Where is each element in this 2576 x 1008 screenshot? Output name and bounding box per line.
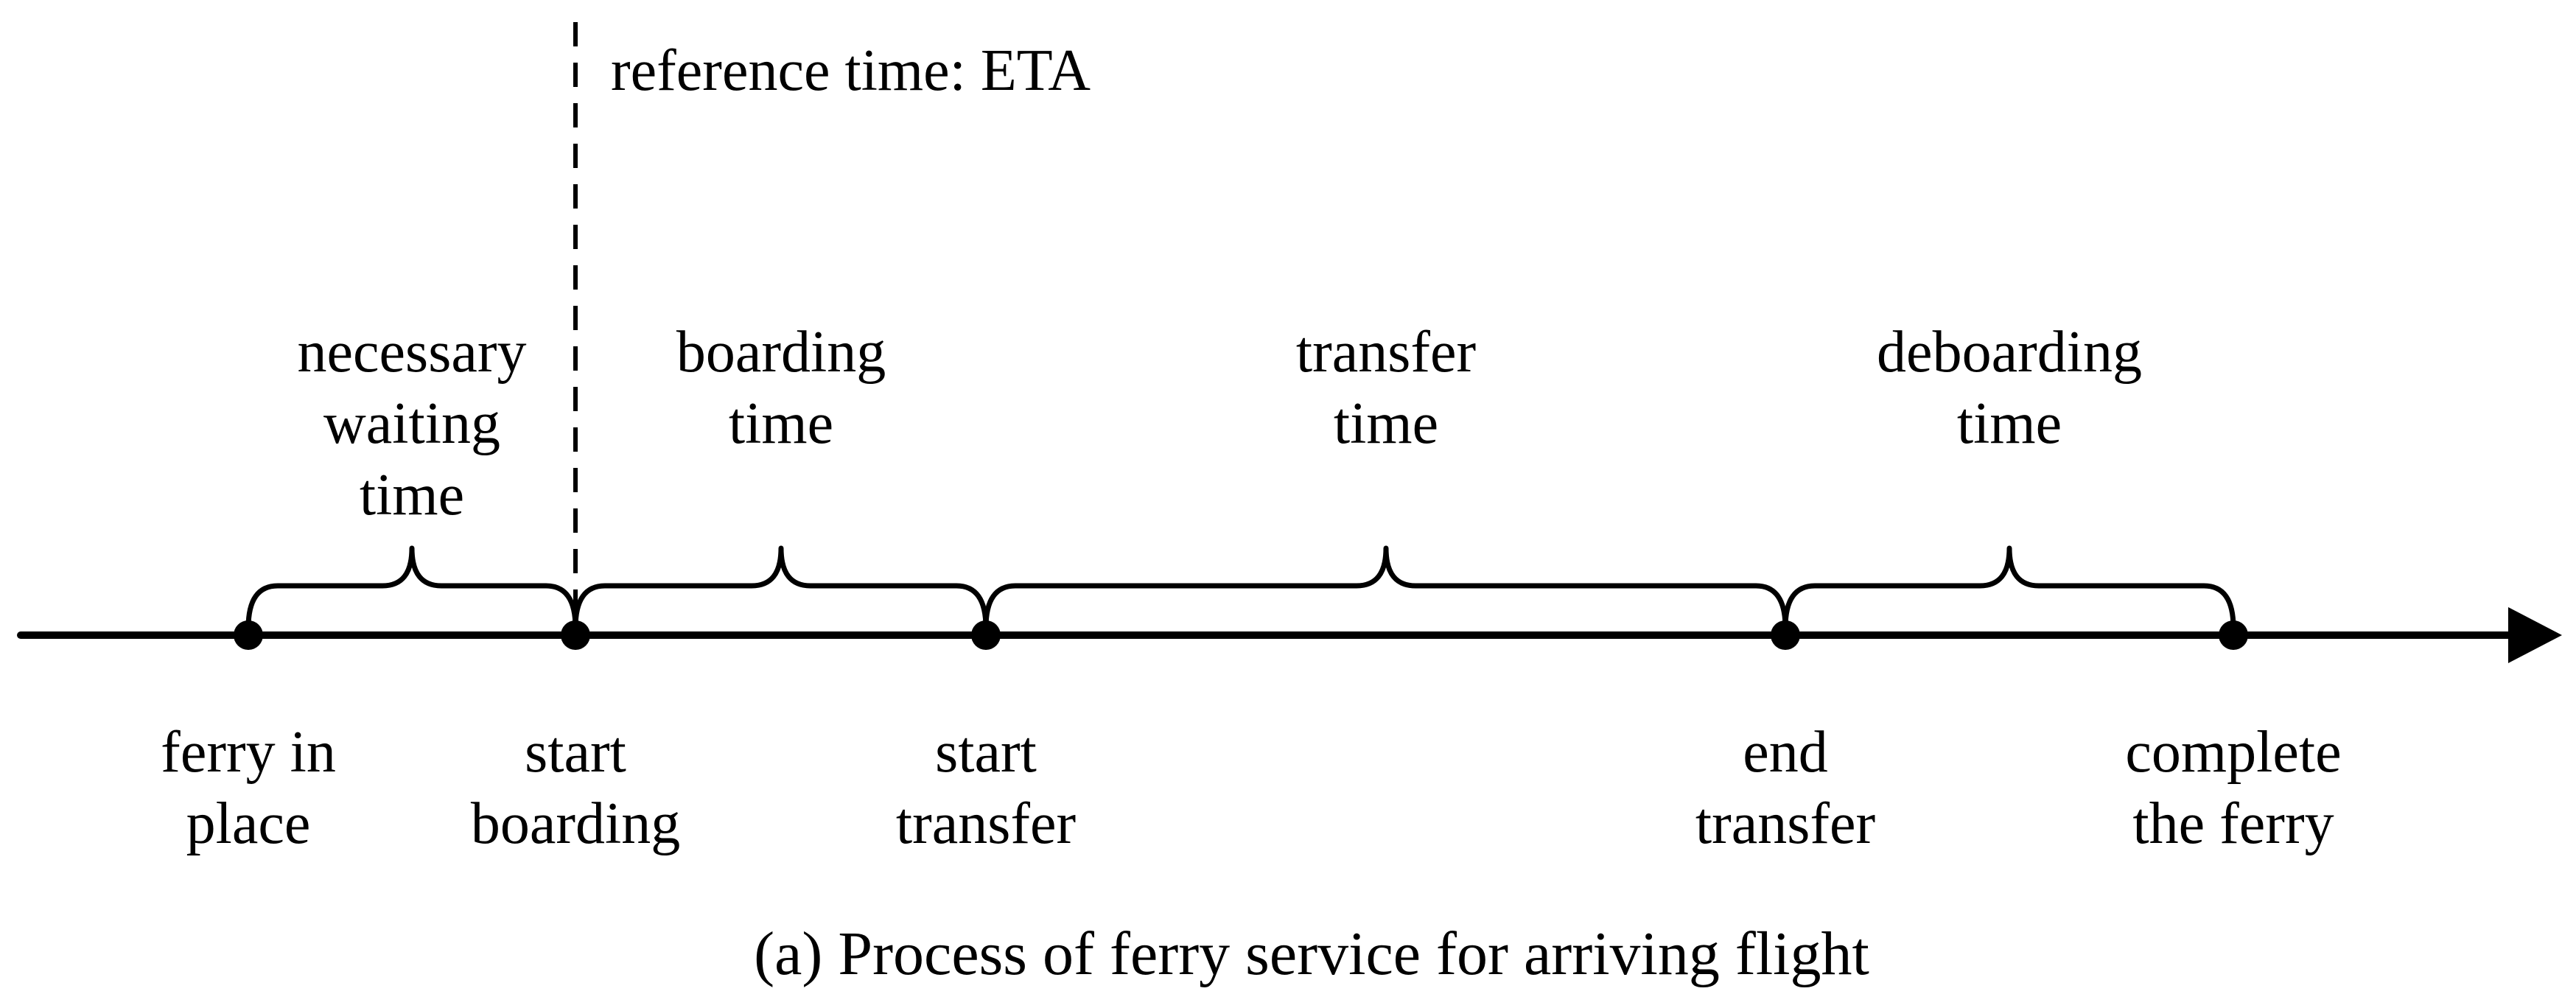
- event-dot-start-transfer: [971, 620, 1001, 650]
- event-dot-ferry-in-place: [234, 620, 263, 650]
- timeline-arrowhead: [2508, 607, 2562, 663]
- reference-time-label: reference time: ETA: [611, 38, 1091, 103]
- interval-brace-transfer: [983, 545, 1788, 631]
- interval-brace-boarding: [573, 545, 989, 631]
- interval-brace-deboarding: [1782, 545, 2236, 631]
- event-dot-end-transfer: [1771, 620, 1800, 650]
- event-label-start-transfer: start transfer: [895, 720, 1077, 856]
- event-dot-complete-ferry: [2219, 620, 2248, 650]
- interval-brace-waiting: [245, 545, 578, 631]
- interval-label-boarding-time: boarding time: [676, 320, 886, 456]
- figure-caption: (a) Process of ferry service for arrivin…: [754, 920, 1869, 988]
- interval-label-necessary-waiting-time: necessary waiting time: [297, 320, 527, 528]
- interval-label-transfer-time: transfer time: [1295, 320, 1477, 456]
- interval-label-deboarding-time: deboarding time: [1877, 320, 2142, 456]
- event-dot-start-boarding: [561, 620, 590, 650]
- event-label-ferry-in-place: ferry in place: [161, 720, 336, 856]
- event-label-complete-the-ferry: complete the ferry: [2125, 720, 2342, 856]
- event-label-end-transfer: end transfer: [1695, 720, 1876, 856]
- event-label-start-boarding: start boarding: [470, 720, 681, 856]
